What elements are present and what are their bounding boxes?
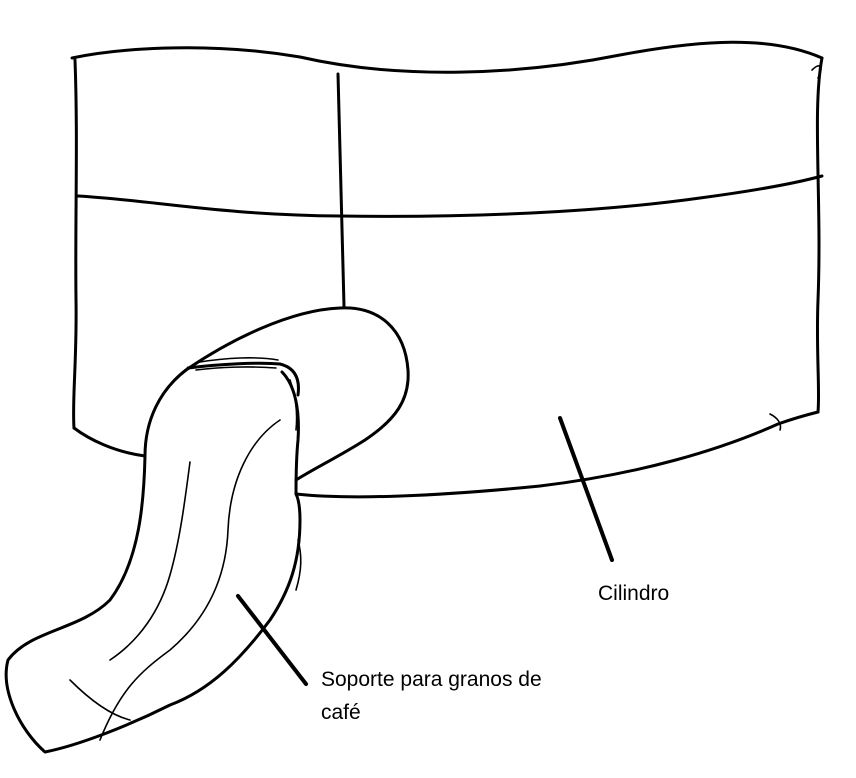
cylinder-top-scribble [811, 65, 822, 79]
holder-tube-outline [184, 306, 410, 482]
cylinder-label: Cilindro [598, 582, 670, 605]
cylinder-middle-band [76, 174, 824, 218]
holder-spout-crease-left [109, 461, 191, 661]
cylinder-shape [70, 40, 824, 499]
holder-tube-inner-rim [280, 370, 300, 496]
holder-leader-line [236, 594, 308, 686]
holder-spout-crease-right [99, 419, 281, 741]
cylinder-bottom-right-edge [294, 410, 820, 499]
bean-holder-label-line-1: Soporte para granos de [321, 668, 542, 691]
cylinder-top-edge [70, 40, 824, 74]
cylinder-bottom-left-edge [72, 426, 147, 458]
holder-spout-scribble-2 [295, 539, 302, 591]
cylinder-vertical-seam [336, 72, 346, 308]
holder-spout-scribble-1 [289, 379, 298, 431]
holder-spout-outline [4, 368, 302, 754]
cylinder-left-edge [72, 58, 78, 430]
holder-spout-scribble-4 [195, 366, 277, 371]
holder-spout-scribble-3 [199, 357, 279, 363]
bean-holder-label: Soporte para granos de café [321, 663, 542, 729]
holder-spout-crease-tip [69, 679, 131, 721]
cylinder-right-edge [815, 56, 824, 414]
cylinder-bottom-scribble [769, 413, 782, 431]
bean-holder-label-line-2: café [321, 701, 361, 724]
cylinder-leader-line [558, 416, 614, 562]
bean-holder-shape [4, 306, 410, 754]
holder-spout-fold-top [186, 361, 300, 397]
